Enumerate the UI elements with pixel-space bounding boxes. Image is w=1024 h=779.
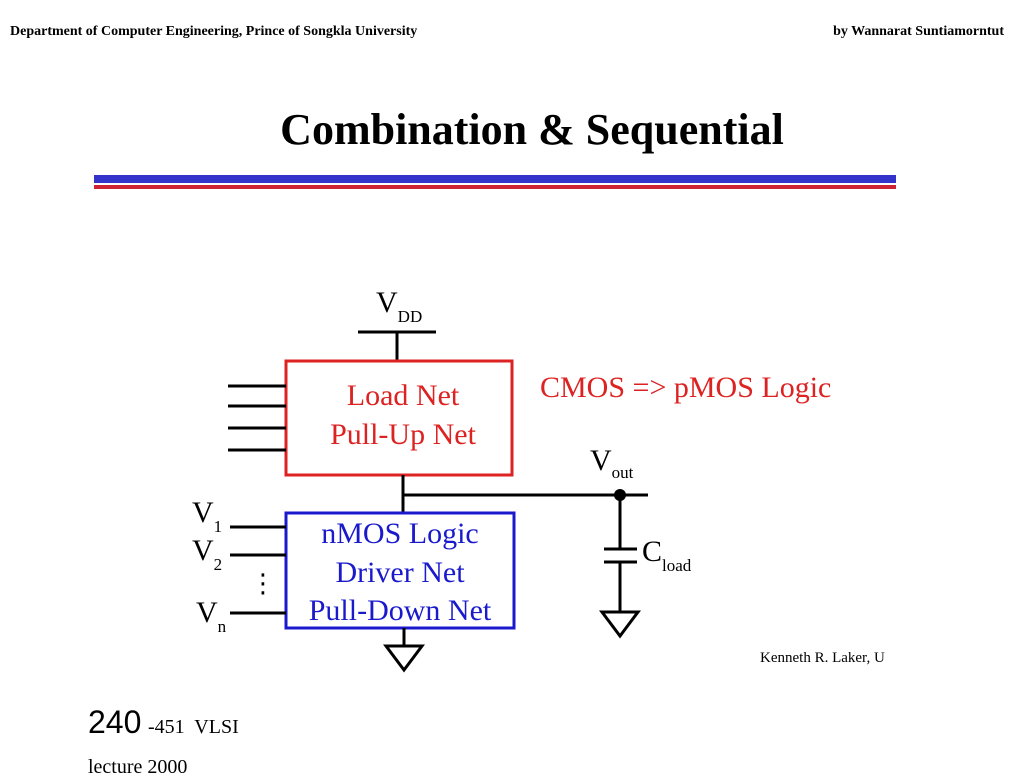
input-ellipsis: ⋮ xyxy=(250,569,276,599)
header-department: Department of Computer Engineering, Prin… xyxy=(10,24,418,39)
load-net-box xyxy=(284,359,514,477)
load-net-label-2: Pull-Up Net xyxy=(330,418,476,451)
header-author: by Wannarat Suntiamorntut xyxy=(833,24,1004,39)
slide-title: Combination & Sequential xyxy=(280,105,784,154)
driver-net-box xyxy=(284,511,516,630)
driver-net-label-3: Pull-Down Net xyxy=(309,594,492,627)
title-rule-blue xyxy=(94,175,896,183)
vout-label: Vout xyxy=(590,444,634,482)
input-v2-label: V2 xyxy=(192,534,222,574)
input-vn-label: Vn xyxy=(196,596,227,636)
driver-net-label-2: Driver Net xyxy=(335,556,465,589)
load-net-label-1: Load Net xyxy=(347,379,460,412)
cmos-pmos-label: CMOS => pMOS Logic xyxy=(540,371,831,404)
cap-ground-symbol xyxy=(599,610,641,639)
credit-clip xyxy=(896,640,1024,670)
vdd-label: VDD xyxy=(376,286,422,326)
driver-ground-symbol xyxy=(383,644,425,673)
input-v1-label: V1 xyxy=(192,496,222,536)
title-rule-red xyxy=(94,185,896,189)
course-number: 240 xyxy=(88,704,142,740)
course-name: -451 VLSI xyxy=(148,716,239,738)
driver-net-label-1: nMOS Logic xyxy=(321,517,479,550)
figure-credit: Kenneth R. Laker, U xyxy=(760,650,885,666)
cload-label: Cload xyxy=(642,535,692,575)
